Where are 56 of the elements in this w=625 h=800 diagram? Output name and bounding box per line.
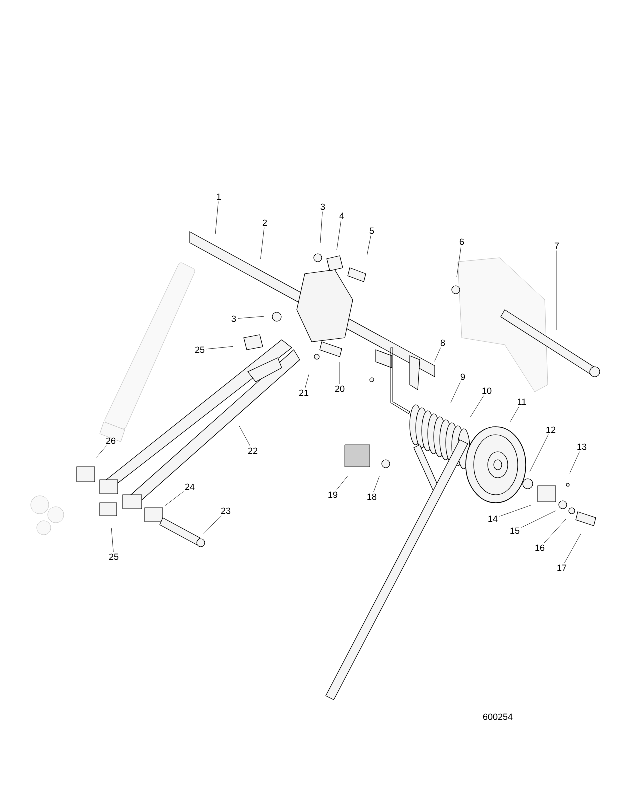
- leader-line: [470, 396, 484, 418]
- callout-number: 4: [340, 212, 344, 220]
- leader-line: [320, 212, 323, 244]
- leader-line: [305, 374, 310, 388]
- leader-line: [374, 476, 380, 492]
- callout-number: 21: [299, 390, 309, 396]
- callout-number: 16: [536, 544, 545, 552]
- leader-line: [165, 492, 184, 506]
- leader-line: [215, 202, 219, 234]
- leader-line: [111, 528, 114, 552]
- leader-line: [564, 532, 582, 564]
- callout-number: 14: [488, 516, 498, 522]
- leader-line: [96, 446, 107, 458]
- callout-number: 5: [370, 228, 374, 234]
- callout-number: 3: [320, 204, 326, 210]
- leader-line: [530, 434, 549, 472]
- leader-line: [556, 250, 558, 330]
- leader-line: [450, 382, 461, 403]
- callout-number: 22: [248, 448, 258, 454]
- callout-number: 17: [558, 564, 567, 572]
- callout-number: 7: [554, 242, 560, 250]
- callout-number: 23: [221, 508, 231, 514]
- leader-line: [239, 426, 251, 446]
- callout-number: 1: [217, 194, 222, 200]
- callout-number: 8: [440, 340, 446, 346]
- callout-number: 24: [185, 484, 195, 490]
- leader-line: [456, 246, 462, 278]
- callout-number: 9: [460, 374, 466, 380]
- callout-number: 10: [482, 388, 492, 394]
- callout-number: 2: [262, 220, 268, 226]
- callout-number: 25: [195, 346, 205, 354]
- leader-line: [260, 228, 265, 260]
- callout-number: 26: [106, 438, 116, 444]
- callout-number: 20: [335, 386, 345, 392]
- callout-number: 15: [510, 528, 520, 534]
- drawing-number: 600254: [483, 714, 513, 720]
- callout-number: 25: [109, 554, 119, 560]
- leader-line: [206, 346, 234, 350]
- callout-number: 18: [368, 494, 377, 500]
- callout-number: 12: [546, 426, 556, 434]
- leader-line: [336, 476, 348, 490]
- callout-number: 6: [460, 238, 464, 246]
- callout-number: 13: [578, 444, 587, 450]
- leader-line: [238, 316, 264, 319]
- leader-line: [500, 505, 532, 517]
- leader-line: [510, 406, 520, 422]
- leader-line: [434, 348, 442, 362]
- leader-line: [522, 510, 556, 528]
- callout-number: 19: [328, 492, 338, 498]
- callout-number: 3: [232, 316, 236, 322]
- leader-line: [544, 519, 566, 544]
- leader-line: [570, 452, 580, 474]
- callout-number: 11: [518, 398, 526, 406]
- leader-line: [204, 516, 222, 534]
- leader-line: [336, 220, 342, 250]
- leader-line: [367, 236, 372, 256]
